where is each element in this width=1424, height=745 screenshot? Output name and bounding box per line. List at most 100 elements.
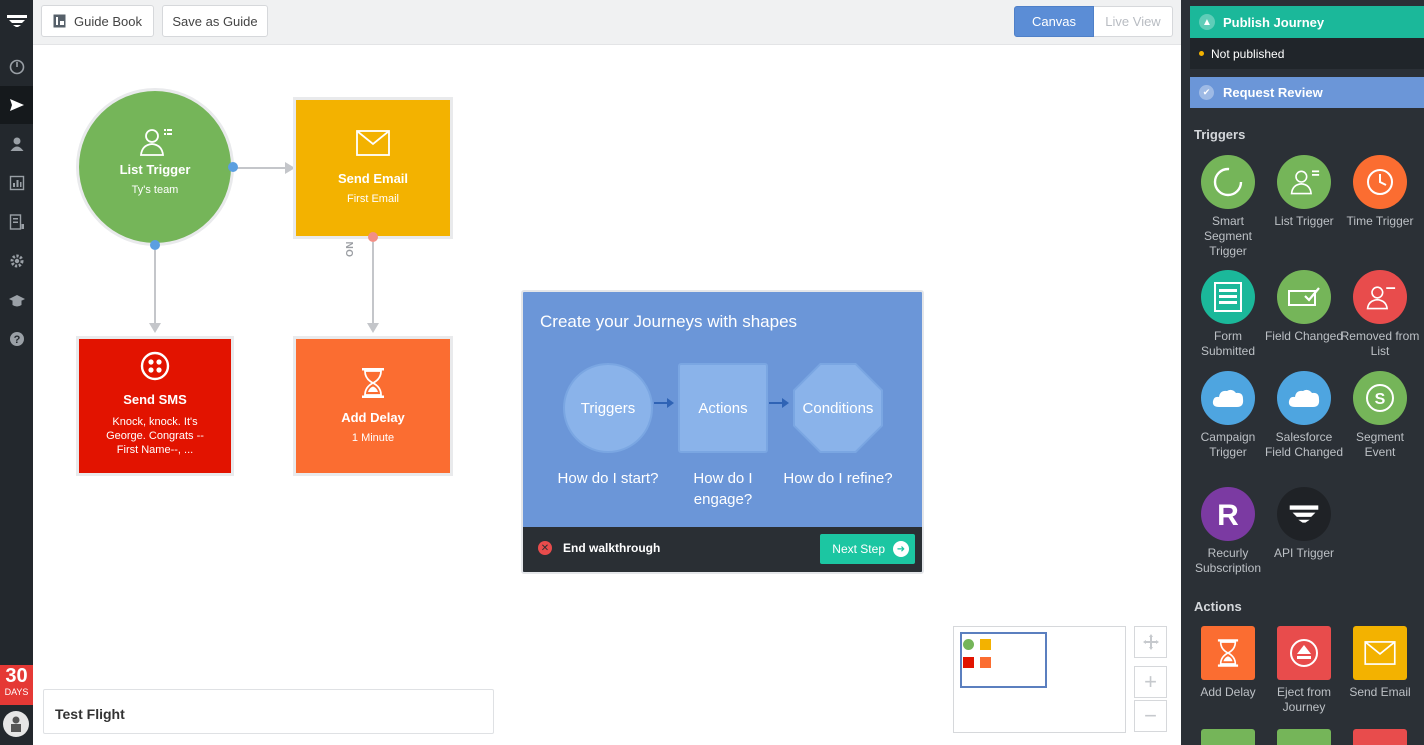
send-sms-node[interactable]: Send SMS Knock, knock. It's George. Cong… [79, 339, 231, 473]
zoom-out-button[interactable]: − [1134, 700, 1167, 732]
contacts-user-icon[interactable] [0, 125, 33, 163]
user-avatar[interactable] [3, 711, 29, 737]
partial-action-tile[interactable] [1353, 729, 1407, 745]
twilio-icon [140, 351, 170, 381]
pan-move-icon[interactable] [1134, 626, 1167, 658]
tile-label: List Trigger [1274, 214, 1334, 228]
canvas-view-tab[interactable]: Canvas [1014, 6, 1094, 37]
end-walkthrough-button[interactable]: ✕ End walkthrough [538, 541, 660, 555]
actions-heading: Actions [1194, 599, 1242, 614]
guide-book-label: Guide Book [74, 13, 142, 29]
connector-trigger-to-email [233, 167, 288, 169]
eject-icon [1277, 626, 1331, 680]
academy-cap-icon[interactable] [0, 282, 33, 320]
minimap-trigger-marker [963, 639, 974, 650]
add-delay-node[interactable]: Add Delay 1 Minute [296, 339, 450, 473]
list-user-icon [140, 129, 172, 156]
connector-arrowhead [149, 323, 161, 333]
dashboard-icon[interactable] [0, 48, 33, 86]
form-icon [1201, 270, 1255, 324]
publish-journey-label: Publish Journey [1223, 14, 1325, 30]
guide-book-button[interactable]: Guide Book [41, 5, 154, 37]
canvas-minimap[interactable] [953, 626, 1126, 733]
reports-chart-icon[interactable] [0, 164, 33, 202]
api-trigger-tile[interactable]: API Trigger [1264, 487, 1344, 561]
next-step-label: Next Step [832, 542, 885, 556]
field-check-icon [1277, 270, 1331, 324]
eject-from-journey-tile[interactable]: Eject from Journey [1264, 626, 1344, 715]
add-delay-tile[interactable]: Add Delay [1188, 626, 1268, 700]
partial-action-tile[interactable] [1277, 729, 1331, 745]
trial-days-unit: DAYS [4, 687, 29, 697]
save-as-guide-button[interactable]: Save as Guide [162, 5, 268, 37]
salesforce-field-changed-tile[interactable]: Salesforce Field Changed [1264, 371, 1344, 460]
help-question-icon[interactable]: ? [0, 320, 33, 358]
minimap-viewport[interactable] [960, 632, 1047, 688]
tile-label: Segment Event [1355, 430, 1405, 459]
recurly-subscription-tile[interactable]: R Recurly Subscription [1188, 487, 1268, 576]
hourglass-icon [362, 368, 384, 398]
recurly-icon: R [1201, 487, 1255, 541]
walkthrough-dialog: Create your Journeys with shapes Trigger… [521, 290, 924, 574]
connector-arrowhead [367, 323, 379, 333]
request-review-button[interactable]: ✔ Request Review [1190, 77, 1424, 108]
envelope-icon [1353, 626, 1407, 680]
tile-label: Send Email [1349, 685, 1411, 699]
settings-gear-icon[interactable] [0, 242, 33, 280]
svg-text:?: ? [13, 334, 20, 346]
journey-canvas[interactable]: ON SEND List Trigger Ty's team Send Emai… [33, 45, 1181, 745]
campaign-trigger-tile[interactable]: Campaign Trigger [1188, 371, 1268, 460]
output-port[interactable] [150, 240, 160, 250]
close-icon: ✕ [538, 541, 552, 555]
shape-arrowhead [667, 398, 674, 408]
output-port[interactable] [228, 162, 238, 172]
component-panel: ▲ Publish Journey Not published ✔ Reques… [1181, 0, 1424, 745]
segment-event-tile[interactable]: S Segment Event [1340, 371, 1420, 460]
svg-text:R: R [1217, 499, 1239, 530]
book-icon [53, 14, 66, 28]
connector-trigger-to-sms [154, 250, 156, 326]
tile-label: Recurly Subscription [1194, 546, 1262, 575]
journeys-send-icon[interactable] [0, 86, 33, 124]
live-view-tab[interactable]: Live View [1094, 6, 1173, 37]
form-submitted-tile[interactable]: Form Submitted [1188, 270, 1268, 359]
connector-email-to-delay [372, 242, 374, 326]
tile-label: Campaign Trigger [1200, 430, 1256, 459]
actions-shape: Actions [678, 363, 768, 453]
api-icon [1277, 487, 1331, 541]
app-logo-icon[interactable] [0, 0, 33, 42]
minimap-delay-marker [980, 657, 991, 668]
list-user-icon [1277, 155, 1331, 209]
time-trigger-tile[interactable]: Time Trigger [1340, 155, 1420, 229]
arrow-up-icon: ▲ [1199, 14, 1215, 30]
zoom-in-button[interactable]: + [1134, 666, 1167, 698]
publish-journey-button[interactable]: ▲ Publish Journey [1190, 6, 1424, 38]
shape-arrow [654, 402, 670, 404]
removed-from-list-tile[interactable]: Removed from List [1340, 270, 1420, 359]
smart-segment-trigger-tile[interactable]: Smart Segment Trigger [1188, 155, 1268, 259]
next-step-button[interactable]: Next Step ➜ [820, 534, 915, 564]
left-navigation: ? 30 DAYS [0, 0, 33, 745]
shape-arrowhead [782, 398, 789, 408]
envelope-icon [356, 130, 390, 156]
publish-status: Not published [1190, 38, 1424, 69]
send-email-tile[interactable]: Send Email [1340, 626, 1420, 700]
actions-question: How do I engage? [693, 470, 753, 508]
node-title: List Trigger [119, 162, 191, 177]
triggers-heading: Triggers [1194, 127, 1246, 142]
list-trigger-tile[interactable]: List Trigger [1264, 155, 1344, 229]
salesforce-cloud-icon [1201, 371, 1255, 425]
triggers-shape: Triggers [563, 363, 653, 453]
end-walkthrough-label: End walkthrough [563, 541, 661, 555]
node-subtitle: Ty's team [131, 184, 179, 196]
field-changed-tile[interactable]: Field Changed [1264, 270, 1344, 344]
partial-action-tile[interactable] [1201, 729, 1255, 745]
trial-days-badge[interactable]: 30 DAYS [0, 665, 33, 705]
test-flight-panel[interactable]: Test Flight [43, 689, 494, 734]
status-dot-icon [1199, 51, 1204, 56]
list-trigger-node[interactable]: List Trigger Ty's team [79, 91, 231, 243]
walkthrough-title: Create your Journeys with shapes [540, 312, 798, 331]
send-email-node[interactable]: Send Email First Email [296, 100, 450, 236]
output-port[interactable] [368, 232, 378, 242]
forms-list-icon[interactable] [0, 203, 33, 241]
